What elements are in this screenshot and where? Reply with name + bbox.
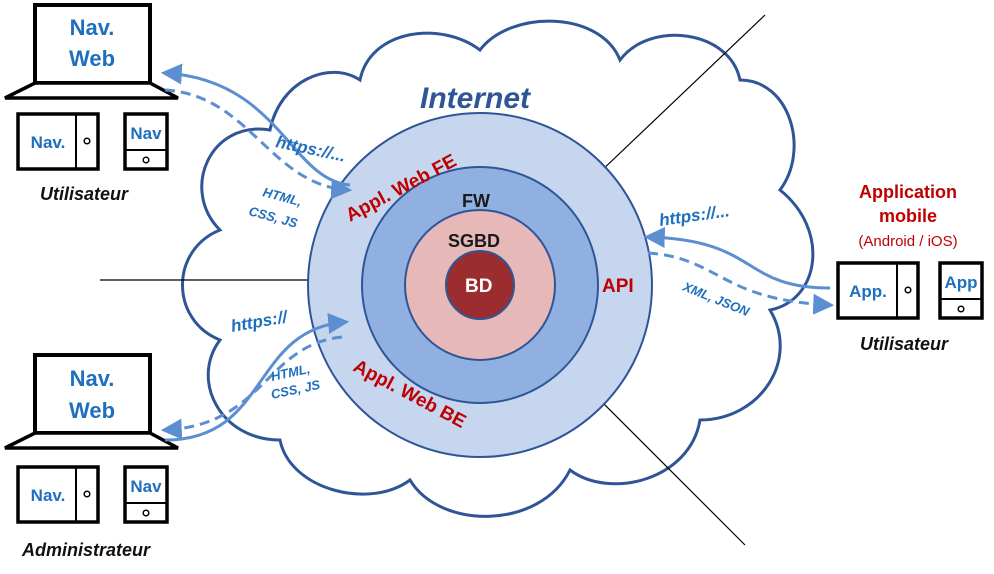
user-laptop-label-2: Web [69, 46, 115, 71]
user-laptop-label-1: Nav. [70, 15, 115, 40]
user-tablet-label: Nav. [31, 133, 66, 152]
label-fw: FW [462, 191, 490, 211]
admin-label: Administrateur [21, 540, 151, 560]
admin-laptop-label-1: Nav. [70, 366, 115, 391]
mobile-tablet-label: App. [849, 282, 887, 301]
arrow-mobile-response [647, 251, 835, 315]
admin-tablet: Nav. [16, 465, 100, 524]
mobile-title-1: Application [859, 182, 957, 202]
mobile-phone: App [938, 261, 984, 320]
internet-title: Internet [420, 82, 532, 115]
admin-laptop-label-2: Web [69, 398, 115, 423]
arrow-user-request [160, 63, 351, 187]
user-laptop: Nav. Web [4, 3, 179, 100]
admin-laptop: Nav. Web [4, 353, 179, 450]
user-phone-label: Nav [130, 124, 162, 143]
mobile-title-2: mobile [879, 206, 937, 226]
arrow-mobile-request [643, 226, 831, 290]
label-bd: BD [465, 276, 492, 297]
mobile-phone-label: App [944, 273, 977, 292]
user-left-label: Utilisateur [40, 184, 129, 204]
arrow-admin-request [164, 312, 350, 442]
label-api: API [602, 276, 634, 297]
core-bd [445, 250, 515, 320]
mobile-tablet: App. [836, 261, 920, 320]
mobile-subtitle: (Android / iOS) [858, 233, 957, 250]
label-sgbd: SGBD [448, 231, 500, 251]
admin-tablet-label: Nav. [31, 486, 66, 505]
user-phone: Nav [123, 112, 169, 171]
user-tablet: Nav. [16, 112, 100, 171]
mobile-user-label: Utilisateur [860, 334, 949, 354]
admin-phone: Nav [123, 465, 169, 524]
admin-phone-label: Nav [130, 477, 162, 496]
